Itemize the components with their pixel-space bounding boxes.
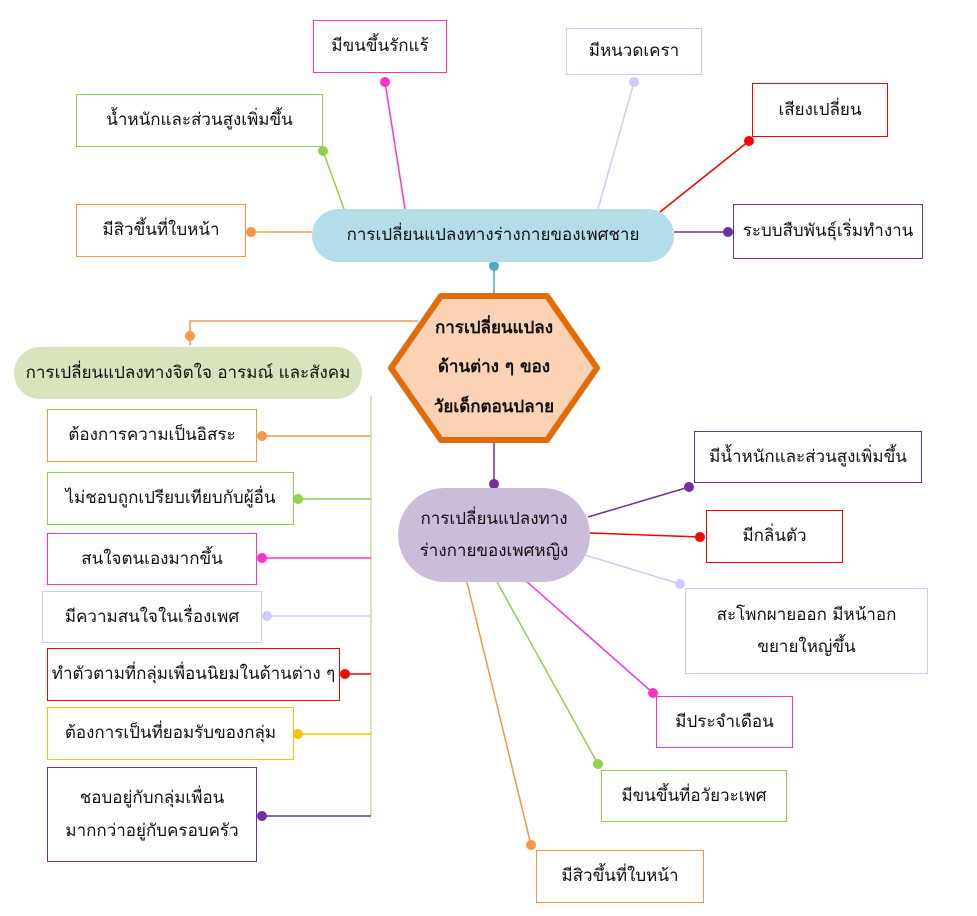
female-item-body-odor: มีกลิ่นตัว [706, 510, 843, 563]
dot [675, 579, 685, 589]
dot [593, 759, 603, 769]
center-topic: การเปลี่ยนแปลง ด้านต่าง ๆ ของ วัยเด็กตอน… [405, 305, 583, 431]
dot [723, 227, 733, 237]
female-item-hips-breasts: สะโพกผายออก มีหน้าอก ขยายใหญ่ขึ้น [685, 588, 928, 674]
mind-item-peer-follow: ทำตัวตามที่กลุ่มเพื่อนนิยมในด้านต่าง ๆ [47, 648, 340, 701]
dot [744, 136, 754, 146]
mind-item-independence: ต้องการความเป็นอิสระ [47, 409, 257, 462]
dot [262, 611, 272, 621]
center-topic-line-3: วัยเด็กตอนปลาย [433, 396, 555, 417]
dot [340, 669, 350, 679]
male-item-beard: มีหนวดเครา [566, 28, 702, 75]
dot [684, 482, 694, 492]
female-item-menstruation: มีประจำเดือน [656, 696, 793, 748]
connector-male-armpit [384, 81, 406, 210]
mind-item-self-interest: สนใจตนเองมากขึ้น [47, 533, 257, 585]
dot [489, 479, 499, 489]
connector-female-acne [466, 581, 532, 846]
connector-male-voice [659, 140, 750, 213]
connector-male-weight [322, 150, 345, 210]
female-branch-title-line-1: การเปลี่ยนแปลงทาง [420, 508, 568, 529]
dot [257, 811, 267, 821]
dot [648, 688, 658, 698]
connector-female-hips [584, 554, 681, 585]
female-branch-title-line-2: ร่างกายของเพศหญิง [419, 541, 569, 561]
connector-male-beard [597, 81, 635, 210]
female-item-weight-height: มีน้ำหนักและส่วนสูงเพิ่มขึ้น [694, 431, 922, 483]
male-branch-title: การเปลี่ยนแปลงทางร่างกายของเพศชาย [312, 209, 674, 262]
dot [246, 227, 256, 237]
dot [629, 77, 639, 87]
dot [380, 77, 390, 87]
male-item-reproductive: ระบบสืบพันธุ์เริ่มทำงาน [733, 204, 923, 259]
connector-female-odor [589, 532, 701, 538]
connector-center-mind [189, 320, 418, 345]
dot [526, 840, 536, 850]
dot [185, 331, 195, 341]
female-item-acne: มีสิวขึ้นที่ใบหน้า [536, 850, 704, 903]
connector-female-pubic [496, 581, 599, 765]
mind-item-sex-interest: มีความสนใจในเรื่องเพศ [42, 591, 262, 643]
mind-item-no-comparison: ไม่ชอบถูกเปรียบเทียบกับผู้อื่น [47, 472, 294, 525]
dot [257, 431, 267, 441]
mind-item-group-acceptance: ต้องการเป็นที่ยอมรับของกลุ่ม [47, 707, 294, 760]
male-item-armpit-hair: มีขนขึ้นรักแร้ [313, 20, 447, 73]
mind-item-peers-over-family: ชอบอยู่กับกลุ่มเพื่อน มากกว่าอยู่กับครอบ… [47, 767, 257, 862]
mind-branch-title: การเปลี่ยนแปลงทางจิตใจ อารมณ์ และสังคม [14, 347, 362, 399]
dot [293, 494, 303, 504]
dot [318, 146, 328, 156]
dot [257, 553, 267, 563]
male-item-weight-height: น้ำหนักและส่วนสูงเพิ่มขึ้น [76, 94, 323, 147]
center-topic-line-1: การเปลี่ยนแปลง [434, 318, 554, 339]
male-item-acne: มีสิวขึ้นที่ใบหน้า [76, 204, 246, 257]
male-item-voice: เสียงเปลี่ยน [752, 83, 888, 137]
dot [695, 532, 705, 542]
connector-female-period [524, 579, 654, 694]
center-topic-line-2: ด้านต่าง ๆ ของ [437, 357, 551, 378]
female-item-pubic-hair: มีขนขึ้นที่อวัยวะเพศ [601, 770, 787, 822]
dot [489, 261, 499, 271]
dot [293, 729, 303, 739]
connector-female-weight [587, 486, 690, 518]
female-branch-title: การเปลี่ยนแปลงทาง ร่างกายของเพศหญิง [398, 488, 590, 582]
center-hexagon [388, 293, 600, 443]
